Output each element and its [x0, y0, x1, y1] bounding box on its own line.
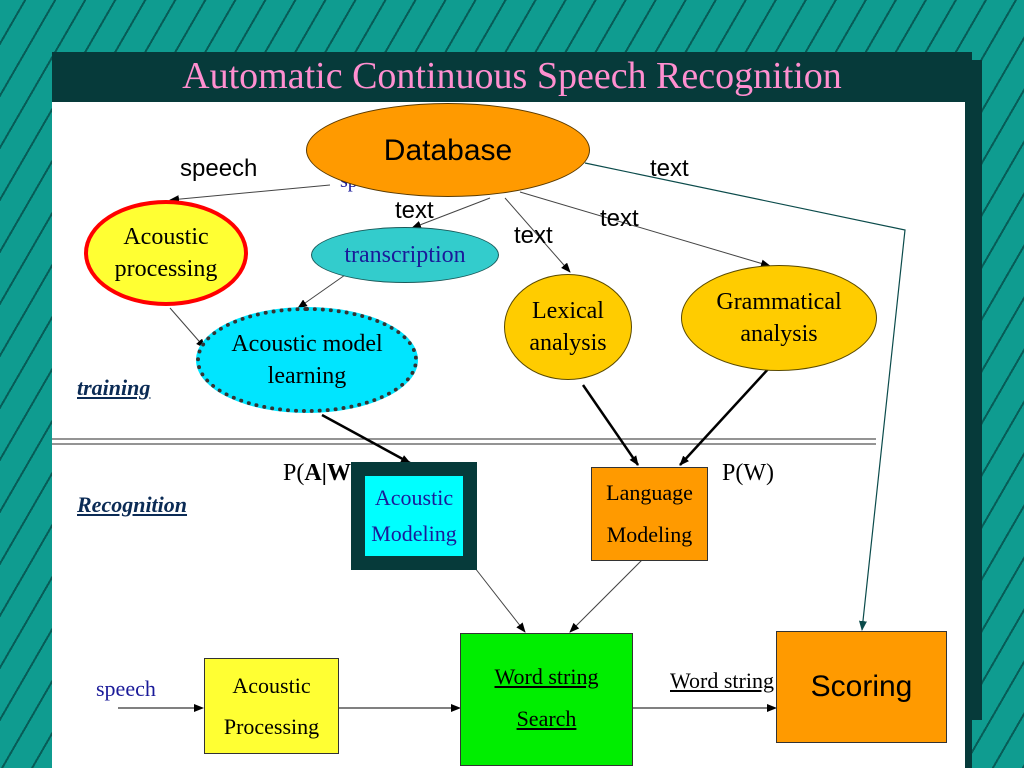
arrow-database-to-lexical — [504, 197, 571, 273]
text-label-grammatical: text — [600, 205, 639, 232]
acoustic-modeling-line2: Modeling — [371, 521, 457, 546]
word-string-search-node: Word string Search — [460, 633, 633, 766]
training-label: training — [77, 375, 151, 400]
word-string-search-line1: Word string — [494, 664, 599, 689]
arrow-transcription-to-model-learning — [297, 274, 346, 309]
arrow-grammatical-to-language-modeling — [679, 366, 771, 466]
arrow-acoustic-modeling-to-search — [474, 567, 526, 633]
arrow-database-to-acoustic-processing — [169, 184, 331, 204]
text-label-lexical: text — [514, 222, 553, 249]
speech-label-top: speech — [180, 155, 258, 182]
recognition-label: Recognition — [77, 492, 188, 517]
acoustic-processing-top-node: Acoustic processing — [84, 200, 248, 306]
arrow-database-to-transcription — [411, 197, 491, 229]
acoustic-modeling-line1: Acoustic — [374, 485, 454, 510]
lexical-analysis-label: Lexical analysis — [529, 298, 607, 356]
arrow-lexical-to-language-modeling — [581, 384, 640, 466]
transcription-node: transcription — [311, 227, 499, 283]
p-a-given-w-bold: A|W — [304, 460, 351, 486]
slide-title: Automatic Continuous Speech Recognition — [52, 52, 972, 102]
text-label-transcription: text — [395, 197, 434, 224]
acoustic-model-learning-node: Acoustic model learning — [196, 307, 418, 413]
language-modeling-line1: Language — [606, 480, 693, 505]
speech-input-label: speech — [96, 676, 156, 701]
scoring-label: Scoring — [810, 670, 913, 703]
acoustic-processing-bottom-line2: Processing — [223, 713, 320, 739]
lexical-analysis-node: Lexical analysis — [504, 274, 632, 380]
arrow-processing-to-model-learning — [169, 307, 206, 349]
grammatical-analysis-node: Grammatical analysis — [681, 265, 877, 371]
acoustic-processing-bottom-line1: Acoustic — [232, 672, 311, 698]
database-label: Database — [383, 134, 513, 167]
database-node: Database — [306, 103, 590, 197]
p-a-given-w-prefix: P( — [283, 460, 305, 486]
arrow-model-learning-to-acoustic-modeling — [321, 413, 411, 465]
language-modeling-node: Language Modeling — [591, 467, 708, 561]
word-string-output-label: Word string — [670, 668, 774, 693]
acoustic-model-learning-label: Acoustic model learning — [231, 331, 383, 389]
word-string-search-line2: Search — [516, 706, 577, 731]
text-label-scoring: text — [650, 155, 689, 182]
language-modeling-line2: Modeling — [606, 522, 693, 547]
scoring-node: Scoring — [776, 631, 947, 743]
arrow-language-modeling-to-search — [569, 559, 643, 633]
grammatical-analysis-label: Grammatical analysis — [716, 289, 842, 347]
acoustic-processing-bottom-node: Acoustic Processing — [204, 658, 339, 754]
transcription-label: transcription — [344, 241, 466, 268]
slide-right-strip — [965, 102, 972, 768]
arrow-database-to-scoring — [584, 162, 906, 631]
p-w-label: P(W) — [722, 460, 774, 486]
p-a-given-w-label: P(A|W — [283, 460, 351, 487]
acoustic-processing-top-label: Acoustic processing — [114, 224, 218, 282]
arrow-database-to-grammatical — [519, 191, 771, 268]
acoustic-modeling-node: Acoustic Modeling — [351, 462, 477, 570]
